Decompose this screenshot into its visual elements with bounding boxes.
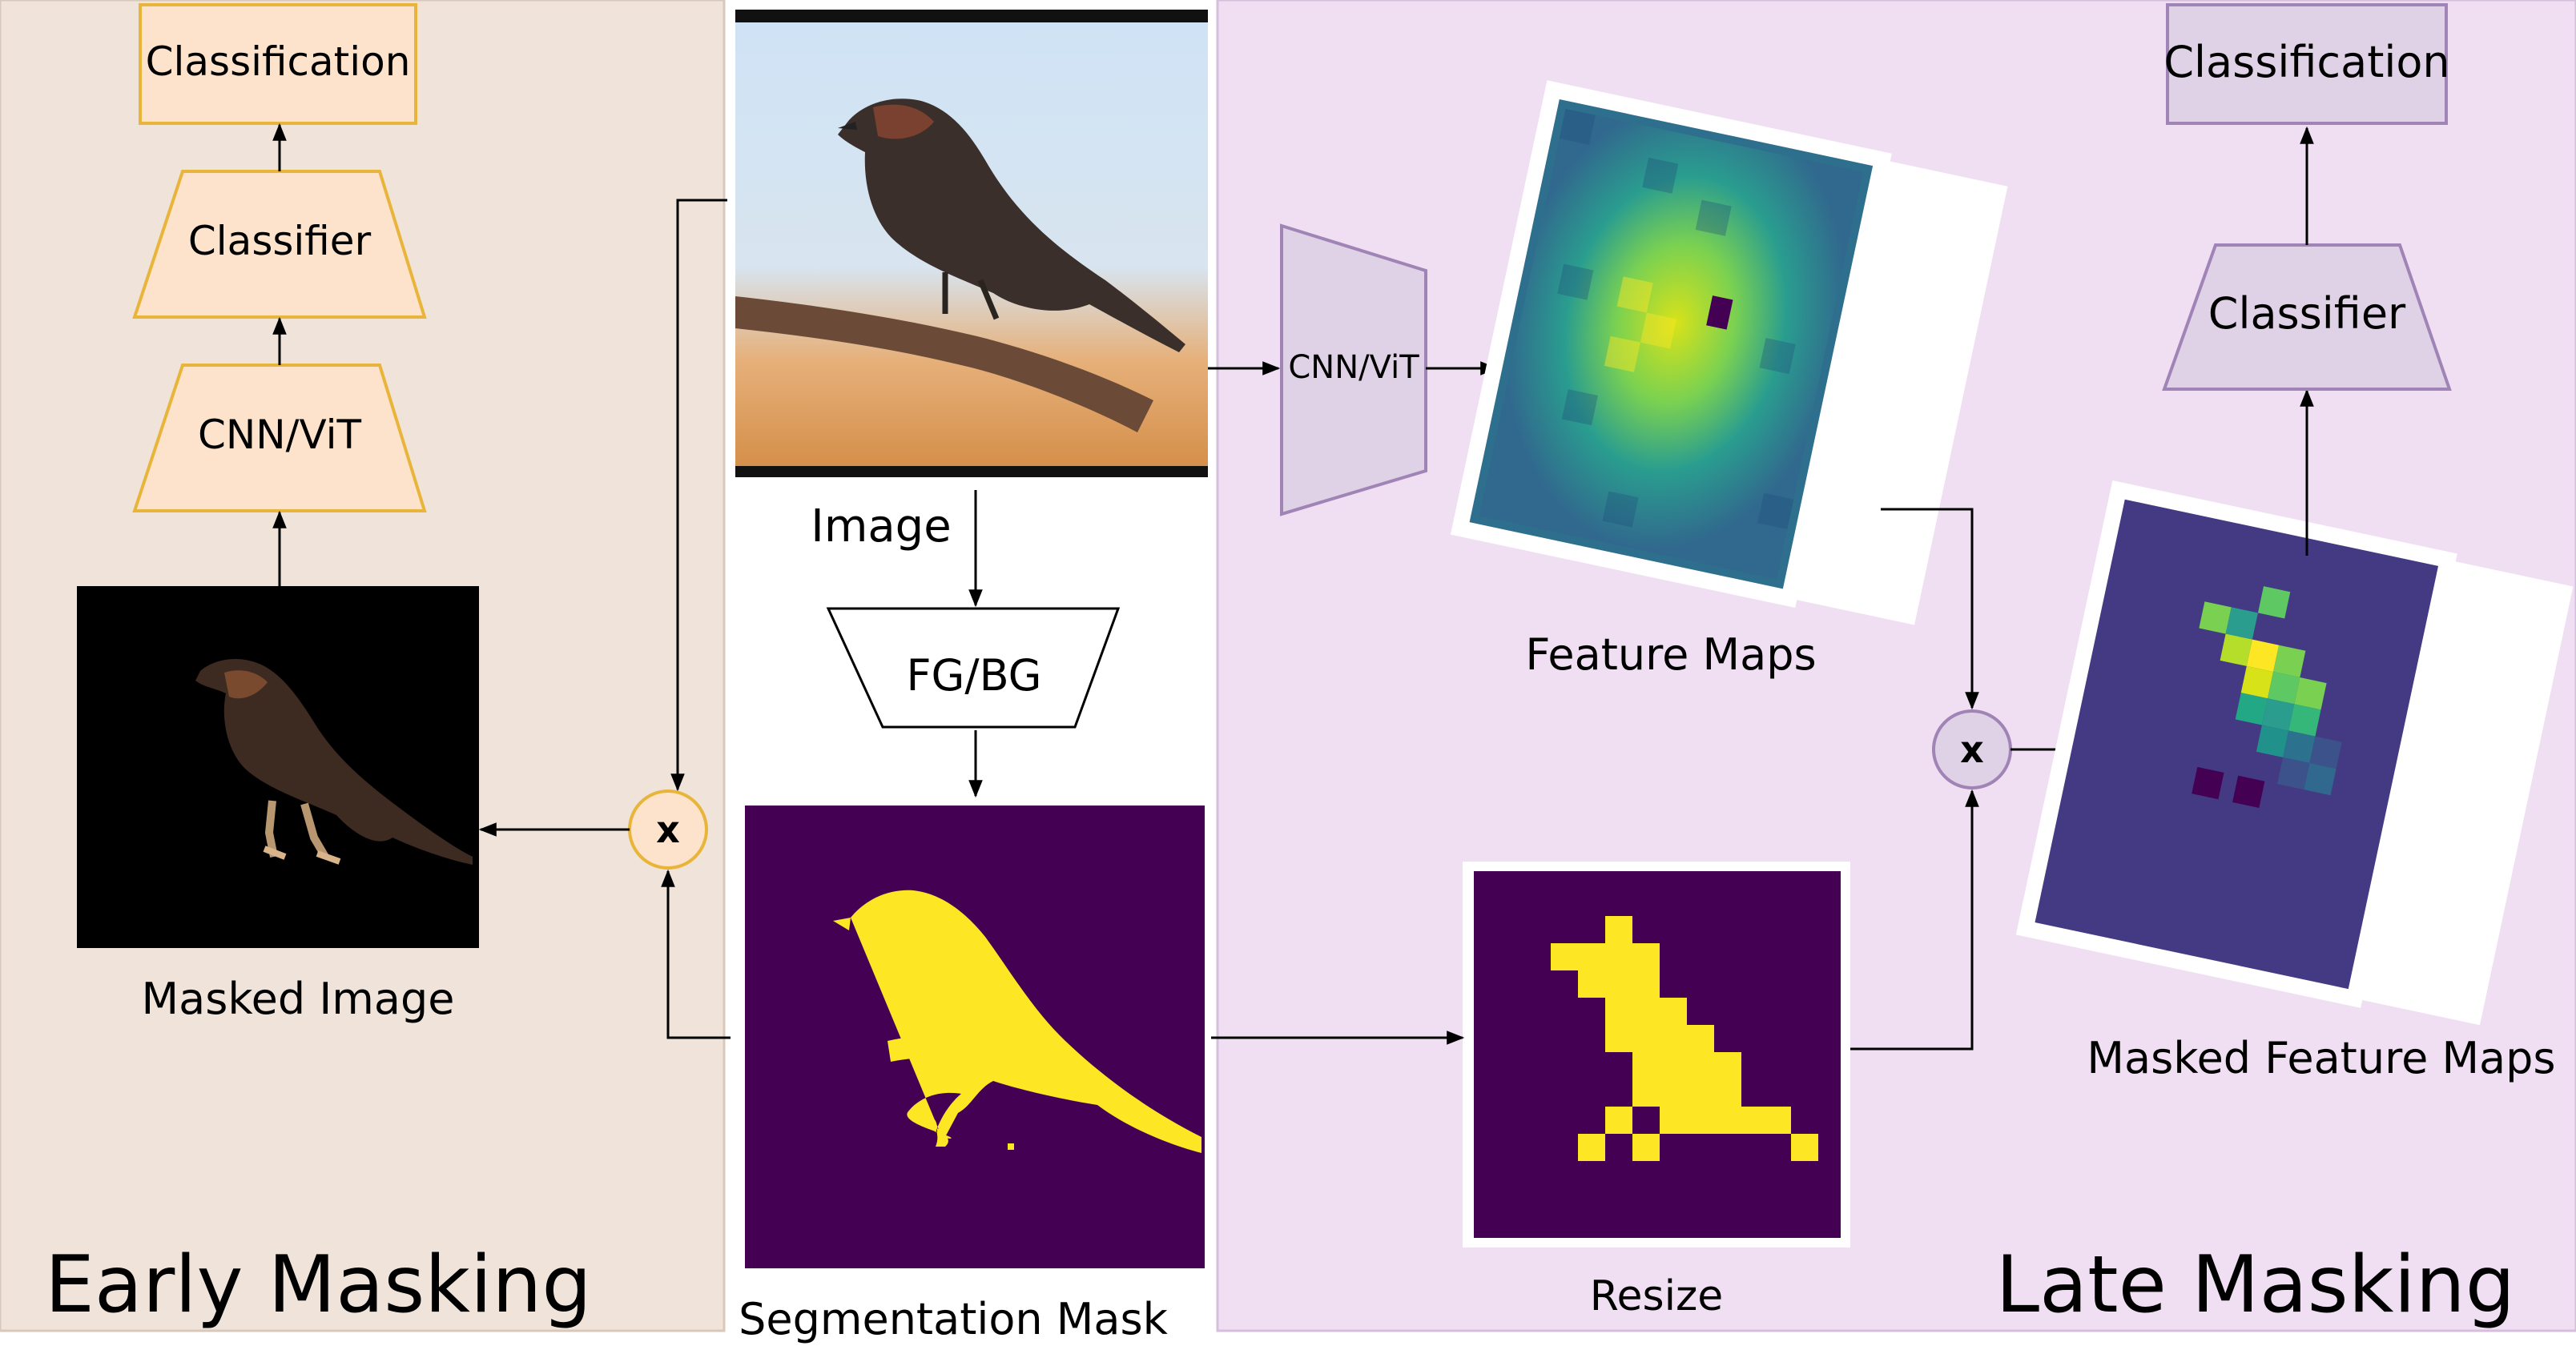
late-backbone-block: [1280, 223, 1427, 516]
late-classifier-block: [2162, 243, 2452, 391]
feature-maps: [1450, 80, 2008, 625]
late-backbone-label: CNN/ViT: [1288, 349, 1419, 386]
masked-feature-maps-caption: Masked Feature Maps: [2087, 1033, 2555, 1083]
segmenter-label: FG/BG: [906, 650, 1041, 701]
late-masking-title: Late Masking: [1996, 1239, 2515, 1331]
masked-image-caption: Masked Image: [142, 974, 455, 1024]
late-classifier-label: Classifier: [2208, 288, 2406, 339]
resize-caption: Resize: [1590, 1272, 1724, 1320]
early-backbone-block: [132, 364, 427, 512]
late-classification-box: [2166, 3, 2448, 125]
masked-image: [77, 586, 479, 948]
arrow-resize-to-late-multiply: [1850, 789, 1979, 1051]
input-image-caption: Image: [811, 500, 951, 552]
segmentation-mask-caption: Segmentation Mask: [739, 1294, 1169, 1344]
resized-mask: [1463, 862, 1850, 1247]
segmentation-mask: [745, 806, 1205, 1268]
early-masking-title: Early Masking: [45, 1239, 592, 1331]
arrow-mask-to-early-multiply: [661, 869, 731, 1039]
arrow-image-to-early-multiply: [670, 199, 727, 792]
early-classification-box: [139, 3, 417, 125]
late-classification-label: Classification: [2163, 37, 2449, 87]
early-multiply-symbol: x: [656, 808, 680, 851]
arrow-feature-maps-to-late-multiply: [1881, 508, 1979, 710]
input-image: [735, 10, 1208, 477]
early-backbone-label: CNN/ViT: [198, 412, 362, 458]
late-multiply-symbol: x: [1960, 728, 1984, 771]
early-classification-label: Classification: [146, 38, 411, 85]
early-classifier-block: [132, 170, 427, 319]
segmenter-block: [826, 607, 1121, 729]
masked-feature-maps: [2015, 480, 2574, 1026]
feature-maps-caption: Feature Maps: [1525, 629, 1816, 680]
early-classifier-label: Classifier: [188, 218, 372, 264]
